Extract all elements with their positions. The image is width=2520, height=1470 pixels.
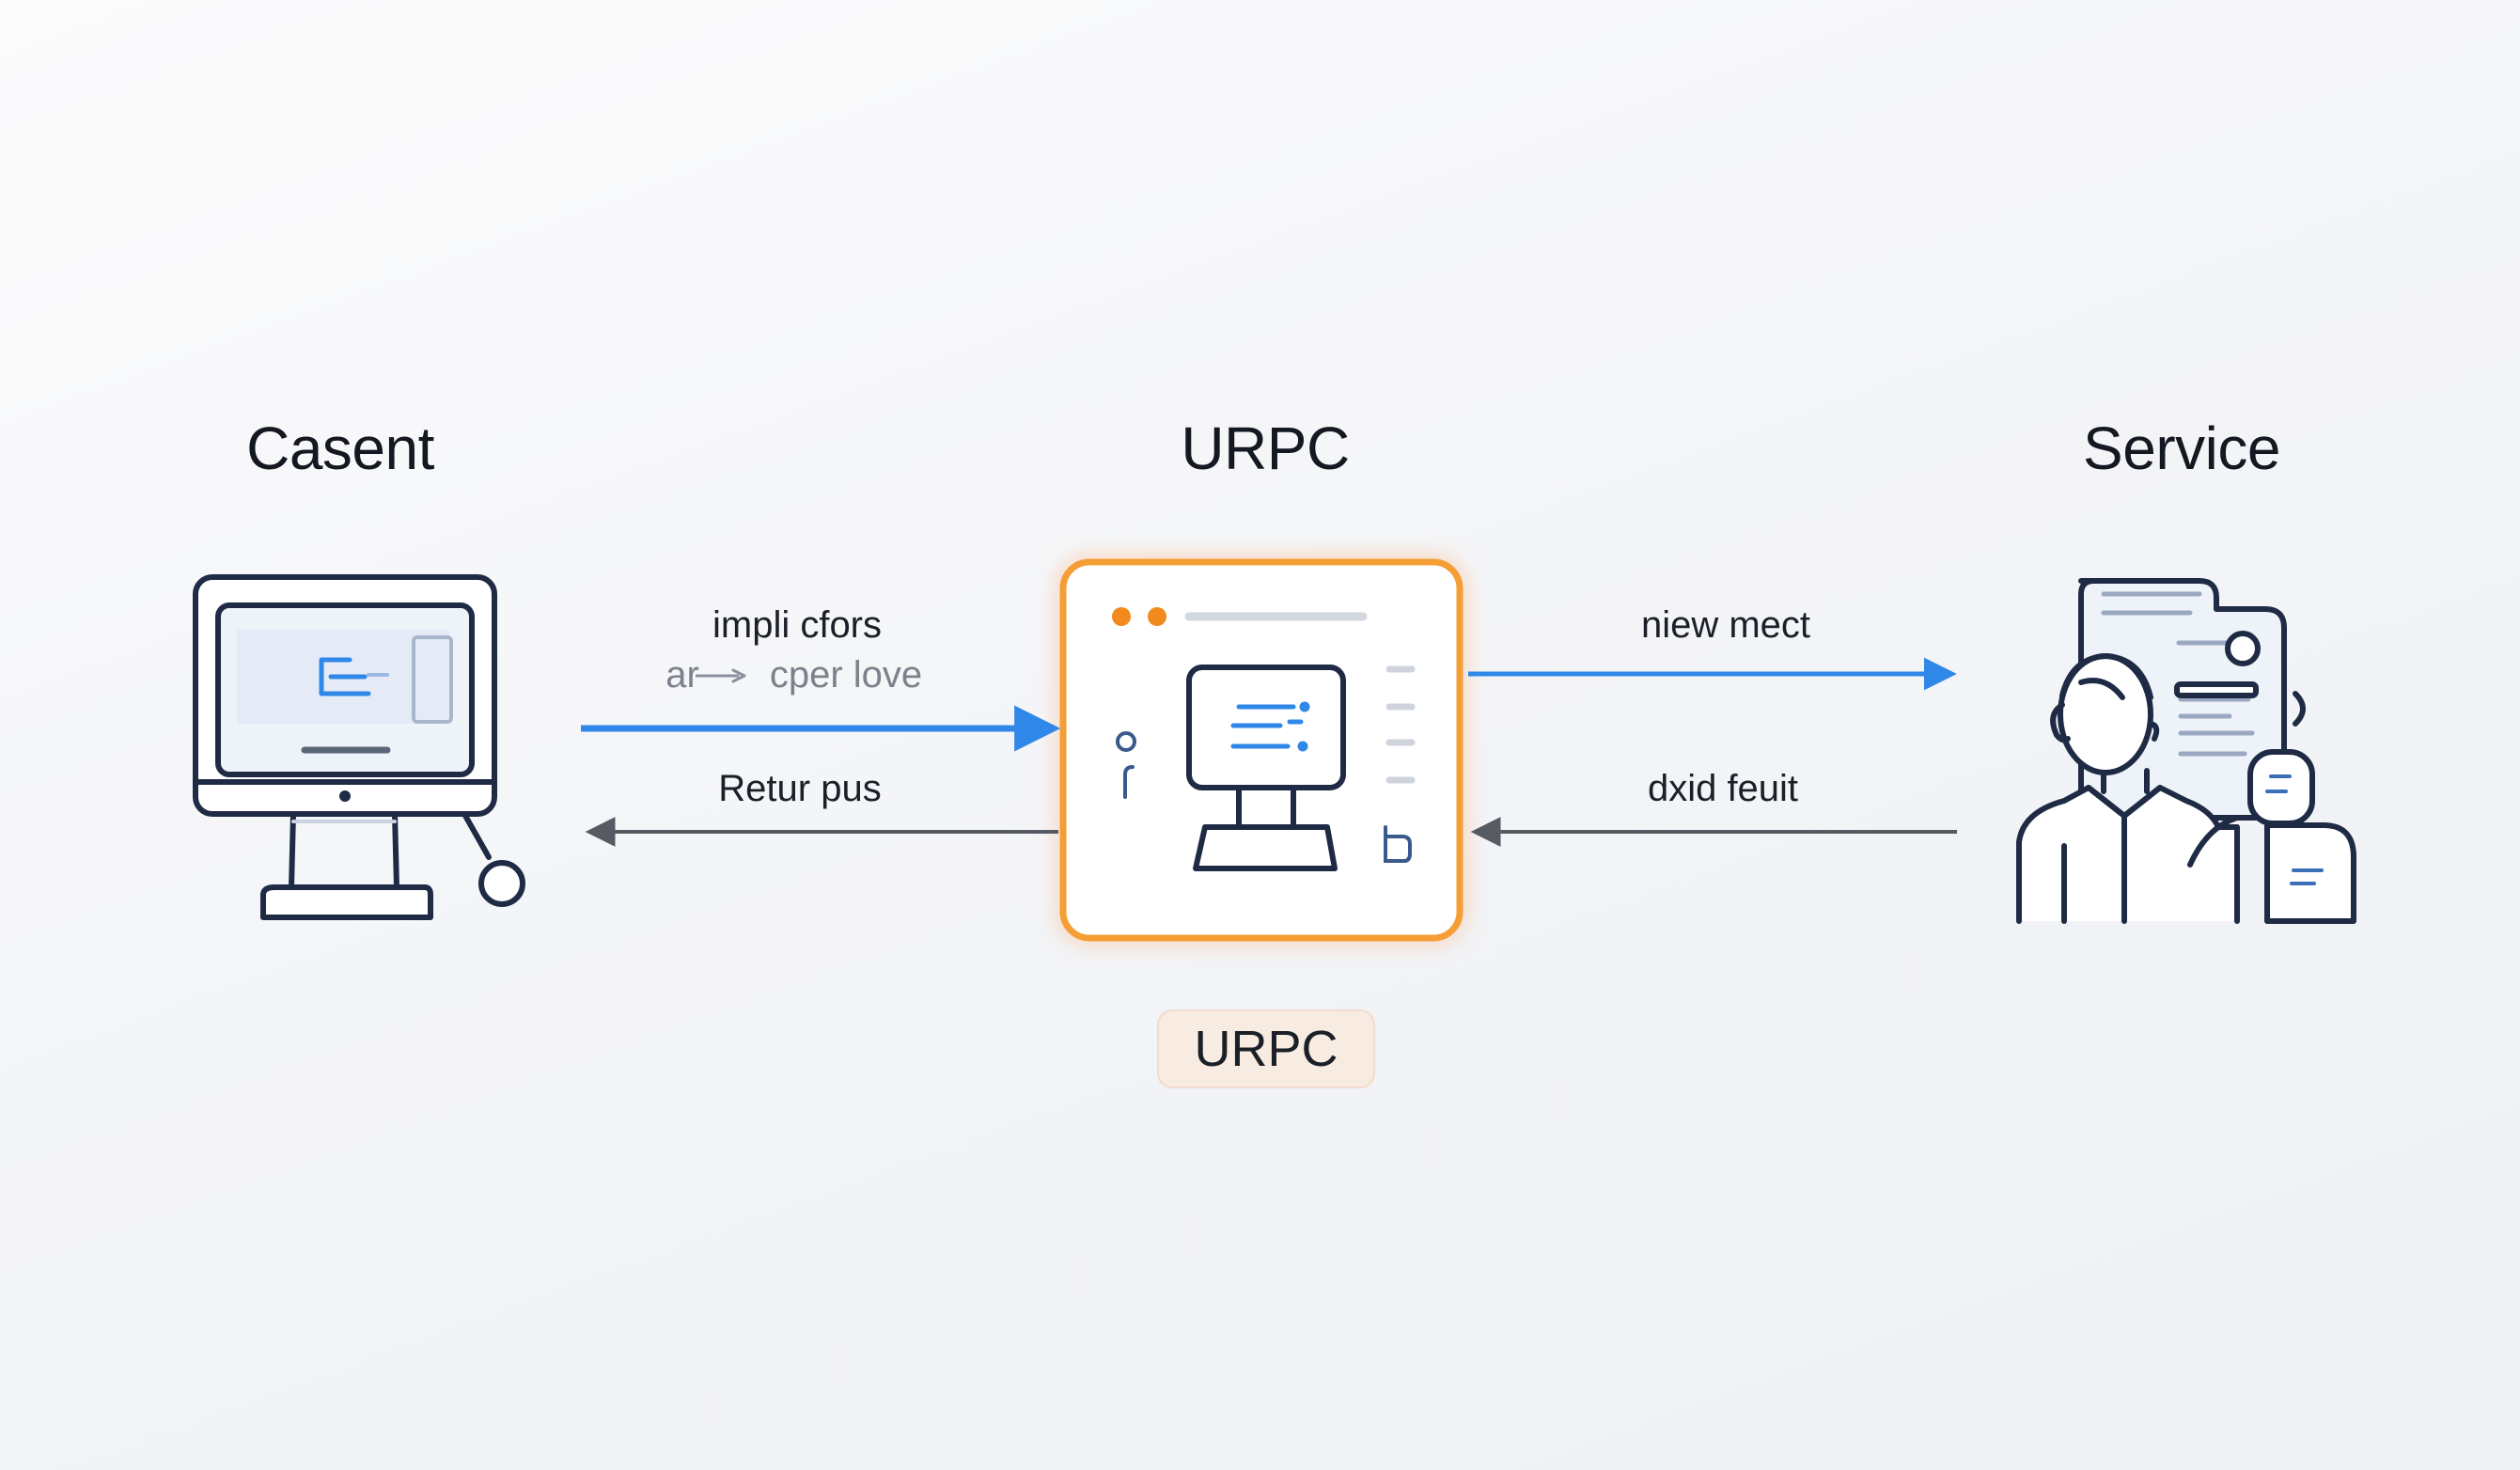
- edge-label-client-to-urpc: impli cfors: [712, 604, 883, 646]
- urpc-title: URPC: [1181, 414, 1350, 482]
- rpc-terminal-icon: [1059, 558, 1463, 942]
- client-title: Casent: [246, 414, 434, 482]
- edge-label-urpc-to-service: niew mect: [1640, 604, 1811, 646]
- service-title: Service: [2083, 414, 2280, 482]
- urpc-badge: URPC: [1157, 1009, 1375, 1088]
- sublabel-arrow-icon: [696, 668, 746, 683]
- edge-label-urpc-to-client: Retur pus: [718, 768, 882, 809]
- edge-label-service-to-urpc: dxid feuit: [1647, 768, 1799, 809]
- edge-sublabel-prefix: ar: [665, 654, 699, 696]
- edge-sublabel-client-to-urpc: cper love: [769, 654, 923, 696]
- service-agent-icon: [2016, 578, 2356, 924]
- desktop-monitor-icon: [193, 574, 525, 920]
